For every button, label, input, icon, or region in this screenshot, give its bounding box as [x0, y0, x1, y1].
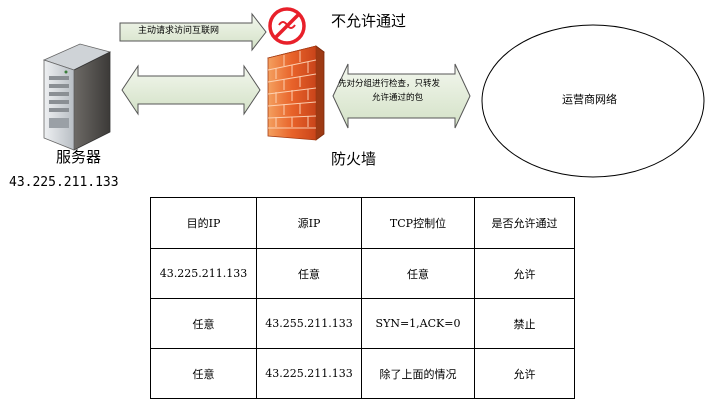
table-row: 43.225.211.133 任意 任意 允许	[150, 248, 575, 299]
header-tcp-flags: TCP控制位	[361, 197, 475, 249]
isp-label: 运营商网络	[562, 93, 617, 106]
server-firewall-double-arrow	[121, 64, 261, 116]
deny-label: 不允许通过	[331, 12, 407, 30]
header-src-ip: 源IP	[256, 197, 362, 249]
cell-allowed: 禁止	[474, 298, 575, 349]
isp-network-ellipse	[481, 24, 705, 178]
cell-tcp-flags: SYN=1,ACK=0	[361, 298, 475, 349]
cell-allowed: 允许	[474, 348, 575, 399]
server-ip: 43.225.211.133	[9, 175, 119, 190]
cell-src-ip: 43.225.211.133	[256, 348, 362, 399]
request-arrow	[119, 12, 267, 52]
header-allowed: 是否允许通过	[474, 197, 575, 249]
table-row: 任意 43.255.211.133 SYN=1,ACK=0 禁止	[150, 298, 575, 349]
cell-tcp-flags: 除了上面的情况	[361, 348, 475, 399]
deny-icon	[268, 7, 306, 45]
firewall-icon	[267, 45, 325, 141]
packet-filter-rules-table: 目的IP 源IP TCP控制位 是否允许通过 43.225.211.133 任意…	[150, 197, 575, 399]
firewall-label: 防火墙	[331, 150, 377, 168]
cell-tcp-flags: 任意	[361, 248, 475, 299]
firewall-isp-double-arrow	[332, 63, 471, 129]
cell-allowed: 允许	[474, 248, 575, 299]
header-dest-ip: 目的IP	[150, 197, 257, 249]
cell-src-ip: 任意	[256, 248, 362, 299]
table-row: 任意 43.225.211.133 除了上面的情况 允许	[150, 348, 575, 399]
cell-src-ip: 43.255.211.133	[256, 298, 362, 349]
cell-dest-ip: 43.225.211.133	[150, 248, 257, 299]
cell-dest-ip: 任意	[150, 298, 257, 349]
server-icon	[42, 43, 112, 151]
table-header-row: 目的IP 源IP TCP控制位 是否允许通过	[150, 197, 575, 249]
request-arrow-label: 主动请求访问互联网	[138, 26, 220, 36]
filter-arrow-label-line2: 允许通过的包	[372, 93, 424, 103]
server-label: 服务器	[56, 148, 102, 166]
filter-arrow-label-line1: 先对分组进行检查，只转发	[338, 79, 441, 89]
cell-dest-ip: 任意	[150, 348, 257, 399]
